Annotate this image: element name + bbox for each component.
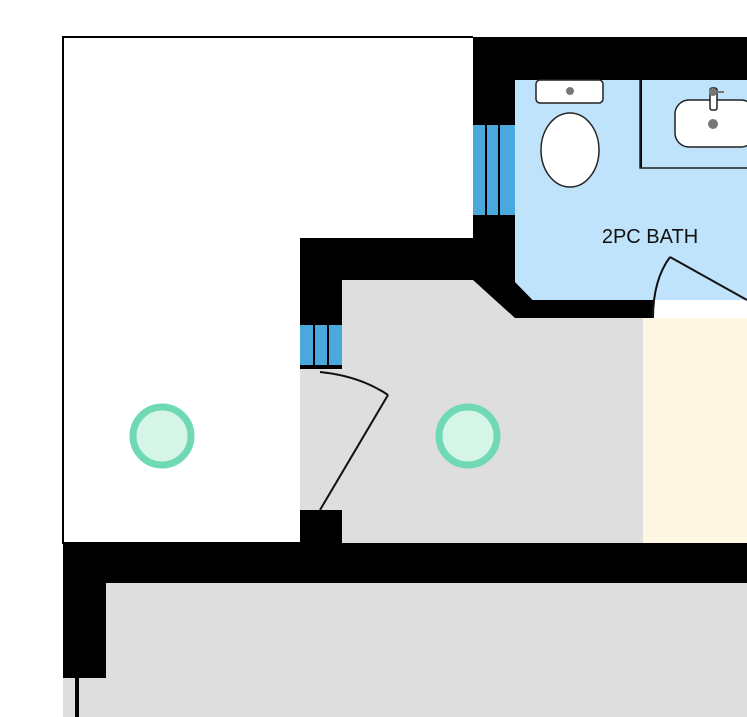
wall-bath-divider-stub (640, 80, 642, 168)
wall-left-post (75, 678, 79, 717)
side-room-floor (643, 318, 747, 553)
wall-bottom (63, 543, 747, 583)
lower-room-strip (106, 583, 747, 717)
window-icon (300, 325, 342, 369)
bath-room-label: 2PC BATH (602, 226, 698, 248)
door-swing-icon (652, 256, 747, 319)
camera-hotspot-icon[interactable] (129, 403, 195, 469)
wall-bath-corner (473, 238, 550, 318)
wall-top-right (473, 37, 747, 80)
wall-bath-bottom (515, 300, 653, 318)
wall-hall-left-upper (300, 280, 342, 325)
camera-hotspot-icon[interactable] (435, 403, 501, 469)
wall-left-lower (63, 583, 106, 678)
sink-icon (639, 80, 747, 169)
door-swing-icon (319, 371, 389, 511)
window-icon (473, 125, 515, 215)
toilet-icon (535, 79, 604, 188)
